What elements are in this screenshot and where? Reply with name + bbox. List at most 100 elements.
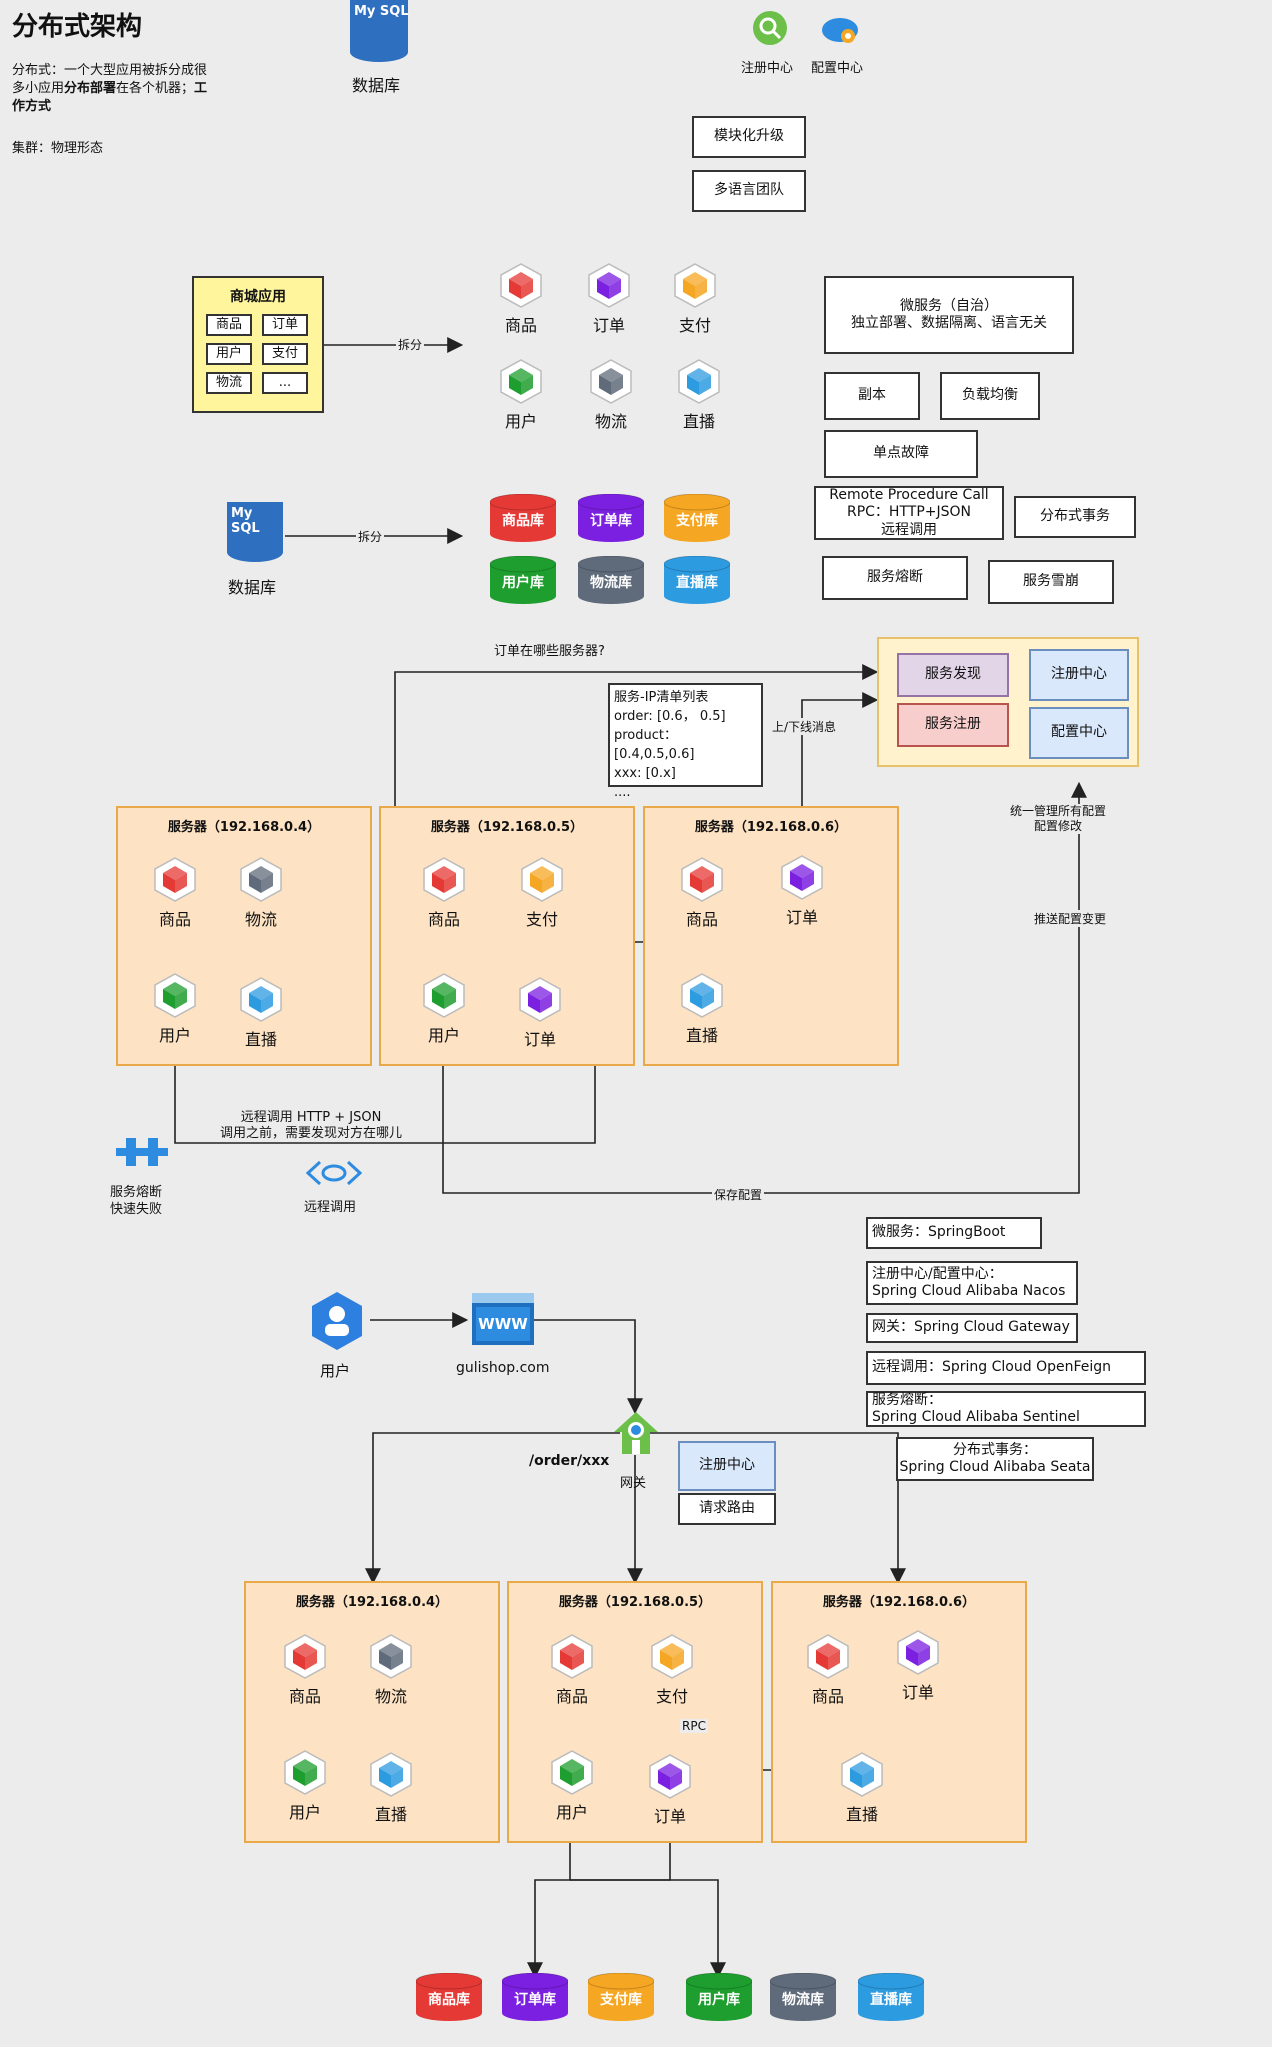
user-cube-icon: [486, 358, 556, 404]
service-label: 直播: [682, 412, 715, 431]
product-cube-icon: [409, 856, 479, 902]
breaker-line-1: 服务熔断: [110, 1185, 163, 1200]
page-title: 分布式架构: [12, 12, 143, 42]
tech-seata-2: Spring Cloud Alibaba Seata: [899, 1459, 1091, 1475]
service-product: 商品: [537, 1633, 607, 1707]
service-label: 商品: [427, 910, 460, 929]
service-product: 商品: [486, 262, 556, 336]
config-cloud-icon: [820, 12, 860, 50]
product-cube-icon: [537, 1633, 607, 1679]
db-label: 商品库: [502, 513, 544, 529]
db-label: 支付库: [676, 513, 718, 529]
service-order: 订单: [883, 1629, 953, 1703]
user-label: 用户: [320, 1362, 351, 1380]
registry-box-mid: 注册中心: [1029, 649, 1129, 701]
desc-line-2: 多小应用分布部署在各个机器；工: [12, 80, 252, 98]
tech-seata: 分布式事务： Spring Cloud Alibaba Seata: [896, 1437, 1094, 1481]
db-label: 订单库: [590, 513, 632, 529]
server-title: 服务器（192.168.0.5）: [558, 1595, 712, 1610]
logistics-cube-icon: [356, 1633, 426, 1679]
service-label: 订单: [901, 1683, 934, 1702]
user-icon: [306, 1290, 368, 1356]
tech-sentinel: 服务熔断： Spring Cloud Alibaba Sentinel: [866, 1391, 1146, 1427]
mall-app-title: 商城应用: [230, 289, 286, 305]
request-route-box: 请求路由: [678, 1493, 776, 1525]
single-point-failure-box: 单点故障: [824, 430, 978, 478]
mysql-label: 数据库: [352, 76, 401, 95]
ip-list-line: xxx: [0.x]: [614, 766, 676, 781]
service-live: 直播: [356, 1751, 426, 1825]
remote-line-2: 调用之前，需要发现对方在哪儿: [220, 1126, 403, 1141]
service-label: 物流: [244, 910, 277, 929]
service-order: 订单: [767, 854, 837, 928]
db-label: 支付库: [600, 1992, 642, 2008]
discovery-box: 服务发现: [897, 653, 1009, 697]
db-cylinder: 直播库: [663, 555, 731, 604]
db-cylinder: 订单库: [501, 1972, 569, 2021]
module-upgrade-box: 模块化升级: [692, 116, 806, 158]
pay-cube-icon: [660, 262, 730, 308]
server-box: 服务器（192.168.0.5）商品支付用户订单: [379, 806, 635, 1066]
ip-list-line: 服务-IP清单列表: [614, 690, 709, 705]
order-cube-icon: [574, 262, 644, 308]
www-text: WWW: [478, 1315, 528, 1333]
db-cylinder: 订单库: [577, 493, 645, 542]
service-label: 订单: [785, 908, 818, 927]
service-label: 订单: [592, 316, 625, 335]
db2-split-label: 拆分: [356, 528, 385, 545]
remote-call-icon-label: 远程调用: [304, 1200, 357, 1215]
mysql-logo-text-2: My SQL: [231, 506, 260, 536]
mall-cell: 支付: [262, 343, 308, 365]
service-user: 用户: [537, 1749, 607, 1823]
mysql-db-icon: My SQL: [348, 0, 410, 64]
mysql-db-icon-2: My SQL: [225, 502, 285, 564]
tech-nacos-2: Spring Cloud Alibaba Nacos: [872, 1283, 1066, 1299]
server-box: 服务器（192.168.0.6）商品订单直播: [643, 806, 899, 1066]
mall-cell: 商品: [206, 314, 252, 336]
order-cube-icon: [767, 854, 837, 900]
service-label: 直播: [244, 1030, 277, 1049]
server-title: 服务器（192.168.0.5）: [430, 820, 584, 835]
microservice-box: 微服务（自治） 独立部署、数据隔离、语言无关: [824, 276, 1074, 354]
breaker-label: 服务熔断 快速失败: [110, 1184, 162, 1218]
desc-seg: 多小应用: [12, 81, 65, 96]
service-logistics: 物流: [226, 856, 296, 930]
service-product: 商品: [140, 856, 210, 930]
mall-cell: 物流: [206, 372, 252, 394]
tech-sentinel-2: Spring Cloud Alibaba Sentinel: [872, 1409, 1080, 1425]
rpc-line-1: Remote Procedure Call: [829, 486, 989, 503]
tech-nacos: 注册中心/配置中心： Spring Cloud Alibaba Nacos: [866, 1261, 1078, 1305]
db-label: 订单库: [514, 1992, 556, 2008]
user-cube-icon: [537, 1749, 607, 1795]
desc-seg: 在各个机器；: [116, 81, 195, 96]
manage-line-1: 统一管理所有配置: [1010, 804, 1107, 818]
push-config-label: 推送配置变更: [1032, 910, 1109, 927]
remote-call-icon: [305, 1156, 363, 1194]
db-cylinder: 支付库: [663, 493, 731, 542]
service-live: 直播: [226, 976, 296, 1050]
circuit-breaker-icon: [116, 1134, 168, 1174]
service-product: 商品: [793, 1633, 863, 1707]
ip-list-line: order: [0.6， 0.5]: [614, 709, 726, 724]
product-cube-icon: [793, 1633, 863, 1679]
avalanche-box: 服务雪崩: [988, 560, 1114, 604]
server-box: 服务器（192.168.0.6）商品订单直播: [771, 1581, 1027, 1843]
db-label: 物流库: [782, 1992, 824, 2008]
gateway-registry-box: 注册中心: [678, 1441, 776, 1491]
website-icon: WWW: [472, 1293, 534, 1345]
microservice-line-1: 微服务（自治）: [900, 297, 998, 314]
db-label: 直播库: [870, 1992, 912, 2008]
db-cylinder: 商品库: [415, 1972, 483, 2021]
mall-cell: 用户: [206, 343, 252, 365]
desc-line-1: 分布式：一个大型应用被拆分成很: [12, 63, 208, 78]
order-path-label: /order/xxx: [529, 1453, 610, 1469]
tech-seata-1: 分布式事务：: [953, 1441, 1037, 1458]
remote-call-label: 远程调用 HTTP + JSON 调用之前，需要发现对方在哪儿: [218, 1110, 405, 1142]
registry-search-icon: [752, 10, 788, 50]
user-cube-icon: [409, 972, 479, 1018]
product-cube-icon: [140, 856, 210, 902]
server-box: 服务器（192.168.0.4）商品物流用户直播: [244, 1581, 500, 1843]
desc-bold: 工: [194, 81, 208, 96]
gateway-label: 网关: [620, 1476, 647, 1491]
db2-label: 数据库: [228, 578, 277, 597]
